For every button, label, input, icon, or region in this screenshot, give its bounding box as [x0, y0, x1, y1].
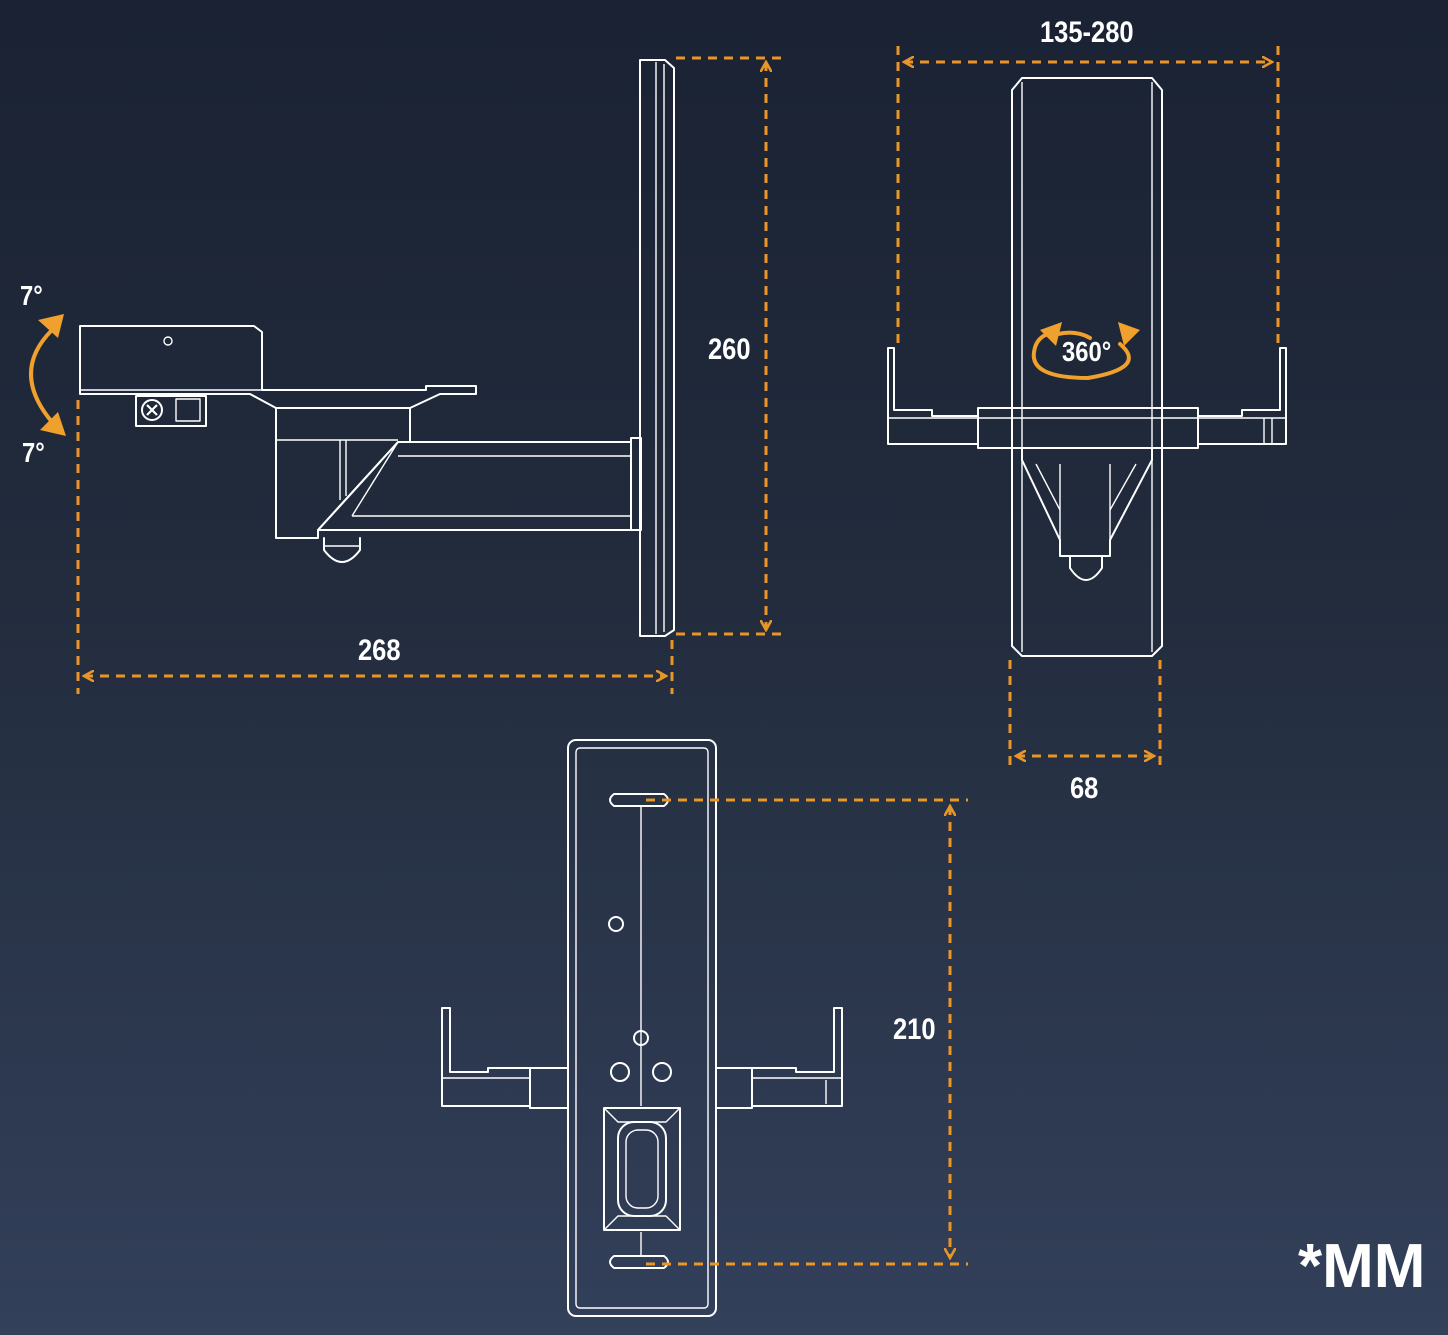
dimension-clamp-width [896, 46, 1280, 344]
label-rotation: 360° [1062, 336, 1112, 367]
tilt-arrow [29, 314, 66, 436]
dimension-plate-width [1008, 660, 1162, 772]
knob-window [603, 1107, 681, 1231]
top-slot [609, 793, 669, 807]
back-left-clamp [441, 1007, 531, 1107]
label-clamp-width: 135-280 [1040, 16, 1134, 49]
dimension-depth [76, 400, 674, 694]
rotation-arrow [1031, 322, 1140, 381]
side-head-block [275, 407, 411, 539]
label-height: 260 [708, 333, 751, 366]
front-right-clamp [1197, 347, 1287, 445]
label-tilt-up: 7° [20, 280, 43, 311]
dimension-height [676, 56, 782, 636]
back-plate [567, 739, 717, 1317]
side-platform [79, 325, 477, 409]
front-view [887, 77, 1287, 657]
label-tilt-down: 7° [22, 437, 45, 468]
side-arm [317, 441, 632, 531]
label-depth: 268 [358, 634, 401, 667]
side-wall-plate [639, 59, 675, 637]
back-right-clamp [751, 1007, 843, 1107]
front-arm [1021, 447, 1153, 557]
front-back-plate [1011, 77, 1163, 657]
side-view [79, 59, 675, 637]
back-view [441, 739, 843, 1317]
bottom-slot [609, 1255, 669, 1269]
label-plate-width: 68 [1070, 772, 1099, 805]
unit-label: *MM [1298, 1232, 1426, 1301]
side-knob [323, 537, 361, 563]
side-clamp-screw [135, 395, 207, 427]
label-hole-spacing: 210 [893, 1013, 936, 1046]
front-left-clamp [887, 347, 979, 445]
dimension-hole-spacing [646, 798, 968, 1266]
